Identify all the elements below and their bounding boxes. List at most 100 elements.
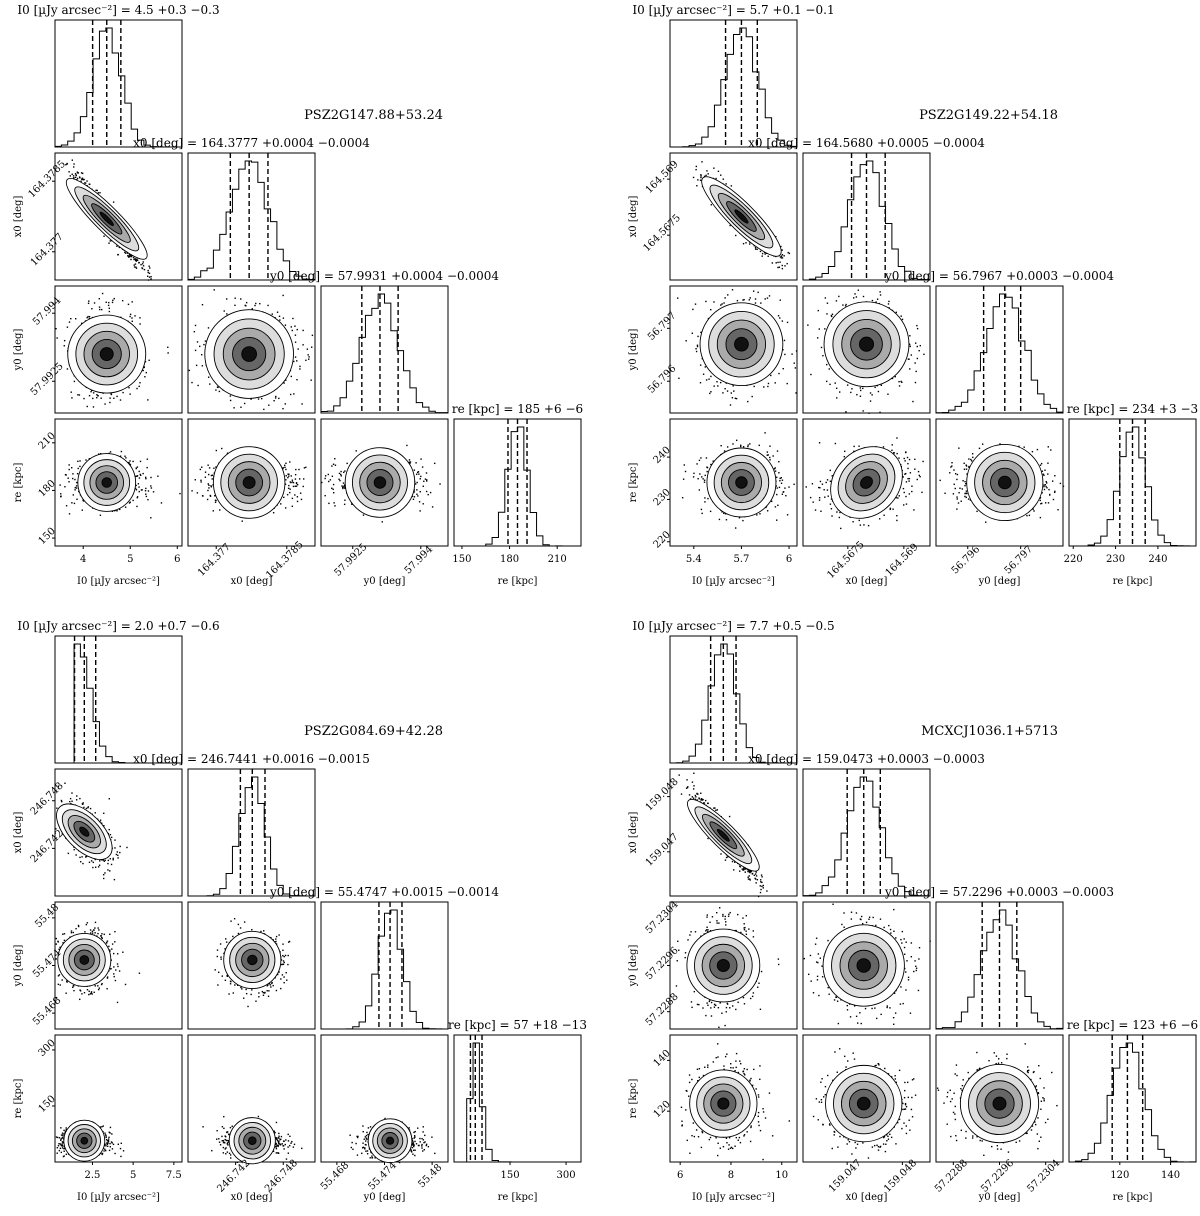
scatter-point <box>133 258 135 261</box>
scatter-point <box>285 468 287 471</box>
scatter-point <box>84 182 86 184</box>
scatter-point <box>136 496 139 498</box>
scatter-point <box>193 330 196 333</box>
scatter-point <box>103 235 105 237</box>
scatter-point <box>145 477 147 480</box>
scatter-point <box>65 505 68 507</box>
scatter-point <box>415 462 417 464</box>
scatter-point <box>715 177 717 180</box>
scatter-point <box>71 397 73 399</box>
scatter-point <box>98 453 100 455</box>
scatter-point <box>271 313 273 315</box>
scatter-point <box>88 394 91 397</box>
scatter-point <box>84 182 87 184</box>
scatter-point <box>179 492 181 495</box>
y-tick-label: 57.9925 <box>29 361 66 398</box>
scatter-point <box>742 242 745 245</box>
scatter-point <box>100 308 103 311</box>
scatter-point <box>290 475 292 477</box>
scatter-point <box>420 458 422 460</box>
scatter-point <box>129 501 131 503</box>
scatter-point <box>147 279 150 281</box>
scatter-point <box>209 383 211 385</box>
scatter-point <box>290 375 292 378</box>
scatter-point <box>81 509 83 511</box>
scatter-point <box>340 475 343 477</box>
scatter-point <box>206 498 209 501</box>
scatter-point <box>104 403 106 405</box>
scatter-point <box>72 175 75 177</box>
histogram-step <box>187 160 316 281</box>
scatter-point <box>136 475 139 477</box>
scatter-point <box>144 361 147 363</box>
scatter-point <box>74 173 77 175</box>
scatter-point <box>207 483 209 485</box>
scatter-point <box>77 172 80 174</box>
scatter-point <box>333 502 335 504</box>
panel-frame <box>54 152 183 281</box>
scatter-point <box>78 394 81 396</box>
histogram-step <box>54 27 182 148</box>
scatter-point <box>64 486 66 488</box>
scatter-point <box>781 264 783 267</box>
scatter-point <box>135 266 137 268</box>
scatter-point <box>92 392 95 394</box>
scatter-point <box>218 390 221 393</box>
scatter-point <box>296 500 299 503</box>
scatter-point <box>199 345 201 348</box>
scatter-point <box>286 493 289 496</box>
scatter-point <box>307 354 309 356</box>
scatter-point <box>285 475 287 477</box>
scatter-point <box>324 475 327 477</box>
scatter-point <box>427 493 429 496</box>
scatter-point <box>129 315 131 318</box>
scatter-point <box>332 463 335 465</box>
scatter-point <box>90 390 92 393</box>
scatter-point <box>282 467 284 470</box>
scatter-point <box>282 294 284 297</box>
scatter-point <box>147 490 150 492</box>
scatter-point <box>416 493 418 495</box>
scatter-point <box>124 252 127 254</box>
scatter-point <box>71 502 73 504</box>
scatter-point <box>294 356 297 358</box>
scatter-point <box>211 478 213 480</box>
scatter-point <box>147 498 149 501</box>
scatter-point <box>419 491 421 493</box>
scatter-point <box>321 481 323 484</box>
scatter-point <box>63 345 65 347</box>
scatter-point <box>143 268 146 271</box>
scatter-point <box>142 472 144 475</box>
scatter-point <box>194 479 196 481</box>
scatter-point <box>132 499 134 502</box>
scatter-point <box>299 365 301 368</box>
scatter-point <box>334 505 336 507</box>
scatter-point <box>99 308 101 311</box>
scatter-point <box>68 321 71 323</box>
scatter-point <box>754 248 757 250</box>
scatter-point <box>73 163 75 165</box>
scatter-point <box>80 180 82 182</box>
scatter-point <box>194 324 197 327</box>
scatter-point <box>429 491 432 494</box>
scatter-point <box>717 170 720 173</box>
scatter-point <box>83 397 85 400</box>
scatter-point <box>201 466 203 468</box>
scatter-point <box>341 485 343 487</box>
scatter-point <box>65 163 67 166</box>
y-axis-label: x0 [deg] <box>13 196 24 238</box>
density-contour <box>242 476 256 489</box>
scatter-point <box>419 478 421 480</box>
scatter-point <box>282 317 285 319</box>
x-tick-label: 4 <box>80 554 86 565</box>
scatter-point <box>419 510 421 512</box>
scatter-point <box>300 498 303 501</box>
scatter-point <box>137 483 140 485</box>
hist-panel-I0: I0 [µJy arcsec⁻²] = 5.7 +0.1 −0.1 <box>632 3 835 148</box>
scatter-point <box>127 256 130 258</box>
scatter-point <box>338 478 340 481</box>
scatter-point <box>240 406 242 408</box>
scatter-point <box>293 360 295 363</box>
